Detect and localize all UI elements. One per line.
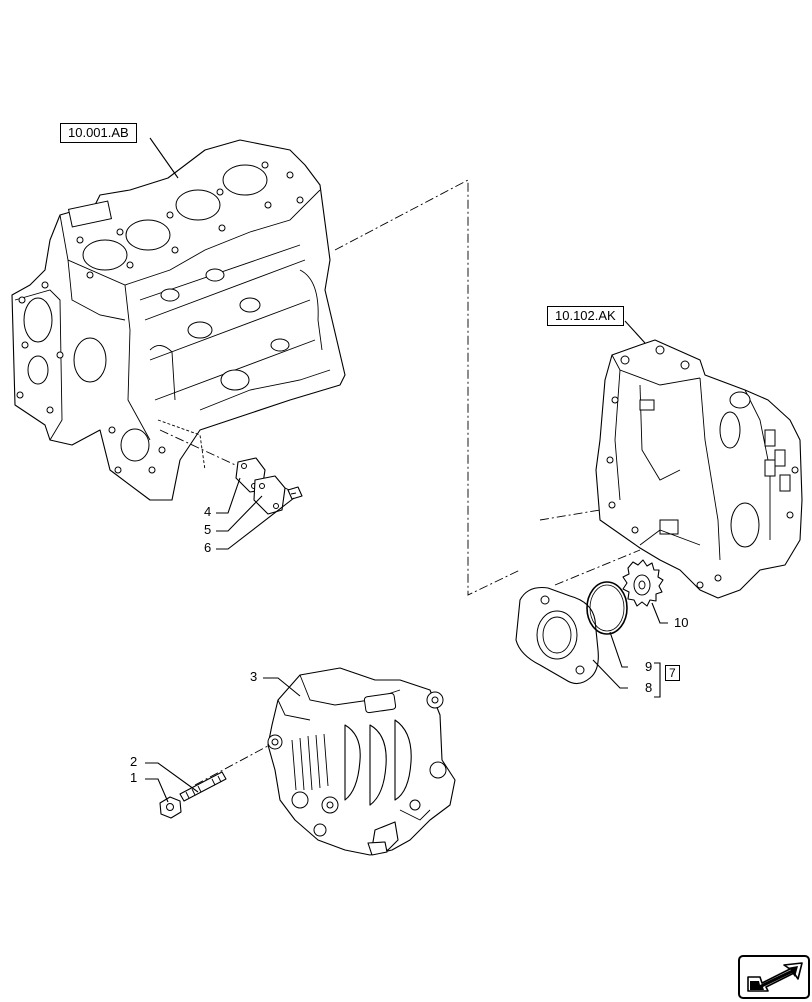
pump-flange-part-8	[515, 586, 599, 685]
timing-cover	[595, 339, 803, 599]
callout-2: 2	[130, 754, 138, 769]
stud-part-2	[179, 771, 227, 802]
nut-part-1	[159, 796, 182, 819]
callout-1: 1	[130, 770, 138, 785]
callout-6: 6	[204, 540, 212, 555]
engine-block	[11, 139, 346, 501]
o-ring-part-9	[586, 581, 628, 635]
cylinder-bore-1	[82, 239, 128, 271]
callout-8: 8	[645, 680, 653, 695]
note-reference-7: 7	[665, 665, 680, 681]
cover-bolt-part-6	[287, 486, 303, 500]
callout-4: 4	[204, 504, 212, 519]
next-page-arrow-icon	[747, 962, 803, 992]
cylinder-bore-4	[222, 164, 268, 196]
next-page-button[interactable]	[738, 955, 810, 999]
callout-10: 10	[674, 615, 689, 630]
callout-5: 5	[204, 522, 212, 537]
pump-cover-plate-part-5	[253, 475, 286, 515]
callout-9: 9	[645, 659, 653, 674]
cylinder-bore-2	[125, 219, 171, 251]
injection-pump-part-3	[267, 667, 456, 856]
callout-3: 3	[250, 669, 258, 684]
cylinder-bore-3	[175, 189, 221, 221]
reference-timing-cover[interactable]: 10.102.AK	[547, 306, 624, 326]
leader-lines	[145, 137, 668, 803]
drive-gear-part-10	[622, 559, 664, 607]
reference-engine-block[interactable]: 10.001.AB	[60, 123, 137, 143]
